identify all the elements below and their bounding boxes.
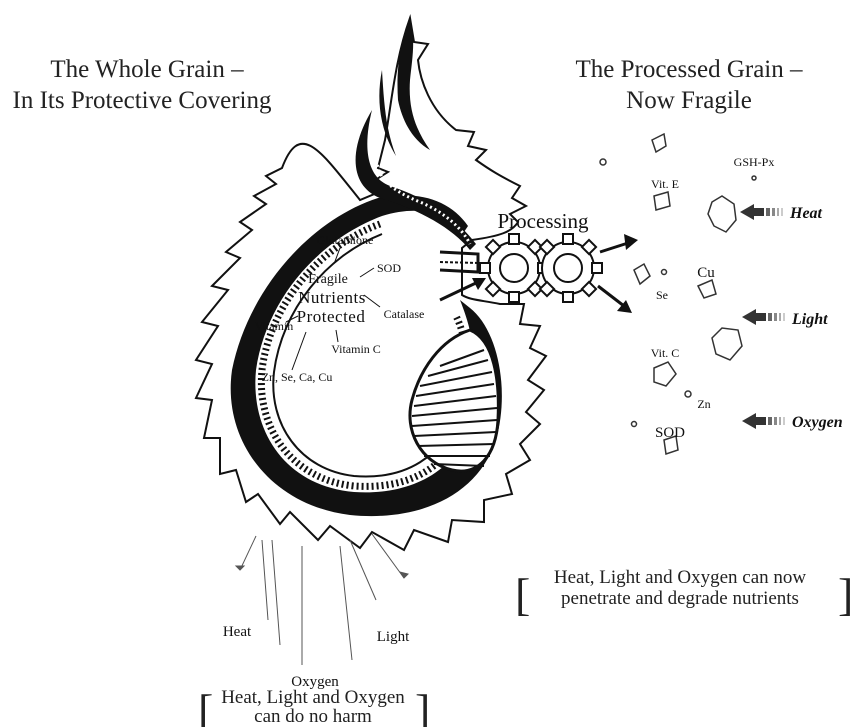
fragment-label-vit-e: Vit. E: [651, 177, 679, 191]
label-sod-inside: SOD: [377, 261, 401, 275]
fragment-shape: [634, 264, 650, 284]
fragment-label-gsh-px: GSH-Px: [734, 155, 775, 169]
fragment-shape: [698, 280, 716, 298]
whole-grain-heading-line2: In Its Protective Covering: [13, 87, 272, 114]
fragment-label-se: Se: [656, 288, 668, 302]
processing-label: Processing: [498, 209, 589, 233]
caption-right-open-bracket: [: [515, 569, 530, 620]
outside-arrows: [236, 534, 408, 665]
fragment-shape: [632, 422, 637, 427]
threat-label-light: Light: [791, 311, 828, 328]
fragment-shape: [712, 328, 742, 360]
fragment-shape: [600, 159, 606, 165]
gear-right: [540, 234, 602, 302]
fragment-shape: [685, 391, 691, 397]
threat-label-oxygen: Oxygen: [792, 414, 843, 431]
heat-arrow: [740, 204, 783, 220]
label-light-outside: Light: [377, 629, 410, 645]
fragment-label-vit-c: Vit. C: [651, 346, 680, 360]
fragment-shape: [654, 192, 670, 210]
label-catalase: Catalase: [384, 307, 425, 321]
fragment-label-zn: Zn: [697, 397, 710, 411]
caption-right-line1: Heat, Light and Oxygen can now: [554, 567, 806, 588]
whole-grain-heading-line1: The Whole Grain –: [50, 56, 244, 83]
processed-grain-heading-line1: The Processed Grain –: [575, 56, 803, 83]
fragment-shape: [652, 134, 666, 152]
processed-grain-heading-line2: Now Fragile: [626, 87, 752, 114]
label-vitamin-c-inside: Vitamin C: [331, 342, 381, 356]
fragment-shape: [654, 362, 676, 386]
caption-left-open-bracket: [: [198, 685, 213, 727]
label-vitamin: Vitamin: [255, 319, 294, 333]
threat-arrows: [740, 204, 785, 429]
oxygen-arrow: [742, 413, 785, 429]
caption-right-line2: penetrate and degrade nutrients: [561, 588, 799, 609]
label-protected: Protected: [297, 307, 366, 326]
fragment-shape: [662, 270, 667, 275]
processing-gears: [480, 234, 602, 302]
label-glutathione: Glutathione: [317, 233, 374, 247]
label-fragile: Fragile: [308, 272, 348, 287]
caption-left-line2: can do no harm: [254, 706, 372, 727]
fragment-shape: [708, 196, 736, 232]
fragment-shape: [752, 176, 756, 180]
label-nutrients: Nutrients: [298, 288, 366, 307]
caption-left-close-bracket: ]: [415, 685, 430, 727]
label-minerals: Zn, Se, Ca, Cu: [262, 370, 333, 384]
caption-right-close-bracket: ]: [838, 569, 853, 620]
light-arrow: [742, 309, 785, 325]
caption-left-line1: Heat, Light and Oxygen: [221, 687, 405, 708]
threat-label-heat: Heat: [789, 205, 823, 222]
label-heat-outside: Heat: [223, 624, 252, 640]
fragment-label-cu: Cu: [697, 265, 715, 281]
gear-left: [480, 234, 548, 302]
fragment-label-sod: SOD: [655, 425, 685, 441]
